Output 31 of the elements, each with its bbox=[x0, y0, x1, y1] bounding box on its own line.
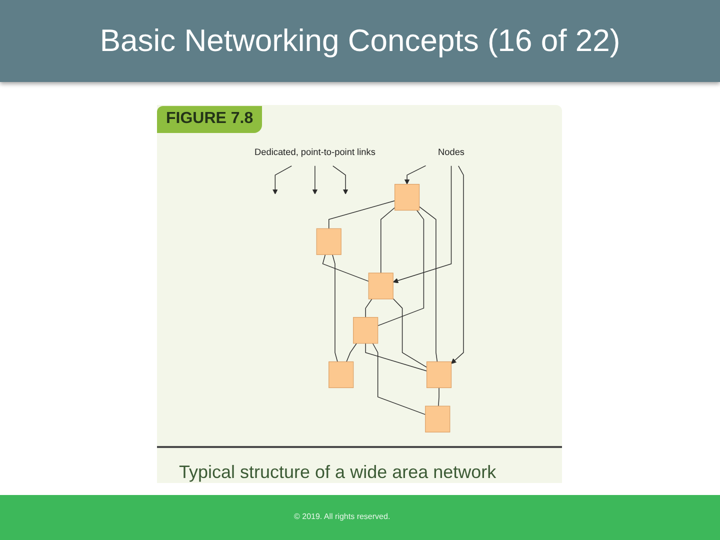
node-square bbox=[426, 361, 452, 388]
node-square bbox=[316, 228, 342, 255]
link-line bbox=[322, 254, 369, 282]
node-square bbox=[425, 406, 450, 432]
figure-number: FIGURE 7.8 bbox=[157, 106, 262, 133]
link-line bbox=[438, 387, 440, 406]
link-line bbox=[332, 254, 338, 362]
link-line bbox=[328, 200, 396, 229]
leader-arrow bbox=[404, 165, 426, 184]
leader-arrow bbox=[332, 166, 348, 194]
copyright-notice: © 2019. All rights reserved. bbox=[294, 512, 390, 522]
link-line bbox=[392, 298, 428, 368]
callout-label: Nodes bbox=[438, 146, 465, 160]
leader-arrow bbox=[451, 166, 464, 364]
link-line bbox=[365, 298, 372, 318]
link-line bbox=[377, 210, 424, 326]
leader-arrow bbox=[392, 166, 452, 284]
slide-title: Basic Networking Concepts (16 of 22) bbox=[98, 22, 622, 60]
node-square bbox=[328, 361, 354, 388]
link-line bbox=[380, 207, 396, 274]
node-square bbox=[353, 317, 378, 344]
link-line bbox=[372, 343, 426, 415]
link-line bbox=[346, 343, 357, 362]
link-line bbox=[365, 343, 428, 372]
link-line bbox=[418, 206, 438, 362]
node-square bbox=[368, 272, 394, 300]
leader-arrow bbox=[312, 166, 318, 194]
callout-label: Dedicated, point-to-point links bbox=[254, 146, 376, 160]
leader-arrow bbox=[272, 166, 292, 194]
figure-caption: Typical structure of a wide area network bbox=[179, 461, 496, 483]
node-square bbox=[394, 184, 420, 211]
